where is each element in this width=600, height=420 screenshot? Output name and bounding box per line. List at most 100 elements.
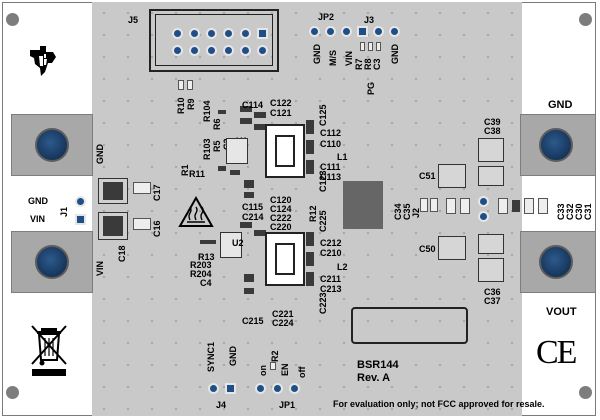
c212-label: C212 xyxy=(320,238,342,248)
j5-pin-1 xyxy=(257,28,268,39)
smd-pad xyxy=(240,222,252,228)
j5-label: J5 xyxy=(128,15,139,25)
vin-terminal-label: VIN xyxy=(95,260,105,276)
c3-part xyxy=(376,42,381,51)
j5-pin xyxy=(206,28,217,39)
power-module-chip xyxy=(343,181,383,229)
jp1-pin xyxy=(272,383,283,394)
smd-part xyxy=(446,198,456,214)
c225-label: C225 xyxy=(318,210,328,232)
c3-label: C3 xyxy=(372,58,382,70)
input-cap-c17-body xyxy=(103,182,123,200)
r8-part xyxy=(368,42,373,51)
c39-label: C39 xyxy=(484,117,501,127)
r9-part xyxy=(187,80,193,90)
u2-label: U2 xyxy=(232,238,244,248)
r10-part xyxy=(178,80,184,90)
fcc-notice: For evaluation only; not FCC approved fo… xyxy=(333,399,545,409)
j3-pin xyxy=(373,26,384,37)
j1-pin-1 xyxy=(75,214,86,225)
c110-label: C110 xyxy=(320,139,342,149)
c37-label: C37 xyxy=(484,296,501,306)
u2-chip xyxy=(220,232,242,258)
vout-label: VOUT xyxy=(546,306,577,318)
r104-label: R104 xyxy=(202,100,212,122)
c224-label: C224 xyxy=(272,318,294,328)
j4-label: J4 xyxy=(216,400,227,410)
board-name: BSR144 xyxy=(357,359,399,371)
output-cap-c50 xyxy=(438,236,466,260)
output-cap-c37 xyxy=(478,258,504,282)
vin-gnd-screw xyxy=(35,128,69,162)
jp1-on-label: on xyxy=(258,365,268,376)
smd-part xyxy=(460,198,470,214)
jp2-label: JP2 xyxy=(318,12,335,22)
sync1-label: SYNC1 xyxy=(206,341,216,372)
c210-label: C210 xyxy=(320,248,342,258)
c120-label: C120 xyxy=(270,195,292,205)
r12-label: R12 xyxy=(308,205,318,222)
c220-label: C220 xyxy=(270,222,292,232)
j5-pin xyxy=(206,45,217,56)
board-revision: Rev. A xyxy=(357,372,391,384)
j3-label: J3 xyxy=(364,15,375,25)
j5-connector xyxy=(149,9,279,72)
j5-inner-outline xyxy=(155,14,273,66)
j3-pin-1 xyxy=(357,26,368,37)
smd-part xyxy=(524,198,534,214)
mounting-hole xyxy=(6,13,19,26)
c123-label: C123 xyxy=(318,170,328,192)
jp2-pin xyxy=(341,26,352,37)
j5-pin xyxy=(189,45,200,56)
smd-pad xyxy=(244,288,254,294)
j4-gnd-label: GND xyxy=(228,346,238,366)
smd-pad xyxy=(240,106,252,112)
c38-label: C38 xyxy=(484,126,501,136)
j5-pin xyxy=(257,45,268,56)
mounting-hole xyxy=(579,386,592,399)
j1-label: J1 xyxy=(59,206,69,217)
board-id-box xyxy=(351,307,468,344)
j1-gnd-label: GND xyxy=(28,196,48,206)
vout-terminal-block xyxy=(520,231,596,293)
c31-label: C31 xyxy=(583,203,593,220)
r2-part xyxy=(270,362,276,370)
smd-pad xyxy=(512,200,520,212)
vin-screw xyxy=(35,245,69,279)
j5-pin xyxy=(172,28,183,39)
c16-part xyxy=(133,218,151,230)
r2-label: R2 xyxy=(270,350,280,362)
jp1-en-label: EN xyxy=(280,363,290,376)
r13-label: R13 xyxy=(198,252,215,262)
jp2-pin xyxy=(309,26,320,37)
jp2-ms-label: M/S xyxy=(328,49,338,66)
gnd-terminal-label: GND xyxy=(95,144,105,164)
gnd-out-screw xyxy=(539,128,573,162)
j5-pin xyxy=(189,28,200,39)
c121-label: C121 xyxy=(270,108,292,118)
c214-label: C214 xyxy=(242,212,264,222)
jp1-label: JP1 xyxy=(279,400,296,410)
smd-part xyxy=(538,198,548,214)
output-cap-c39 xyxy=(478,166,504,186)
smd-pad xyxy=(254,230,266,236)
jp1-off-label: off xyxy=(297,366,307,379)
jp1-pin xyxy=(255,383,266,394)
j2-pin xyxy=(478,211,489,222)
smd-pad xyxy=(240,118,252,124)
c18-label: C18 xyxy=(117,245,127,262)
input-cap-c16-body xyxy=(103,216,123,236)
smd-pad xyxy=(244,192,254,198)
c122-label: C122 xyxy=(270,98,292,108)
c50-label: C50 xyxy=(419,244,436,254)
mounting-hole xyxy=(579,13,592,26)
r5-label: R5 xyxy=(212,140,222,152)
c114-label: C114 xyxy=(242,100,264,110)
j5-pin xyxy=(240,45,251,56)
smd-pad xyxy=(306,252,314,266)
weee-bin-icon xyxy=(31,325,67,376)
smd-pad xyxy=(230,170,240,175)
r10-label: R10 xyxy=(176,97,186,114)
smd-pad xyxy=(306,140,314,154)
